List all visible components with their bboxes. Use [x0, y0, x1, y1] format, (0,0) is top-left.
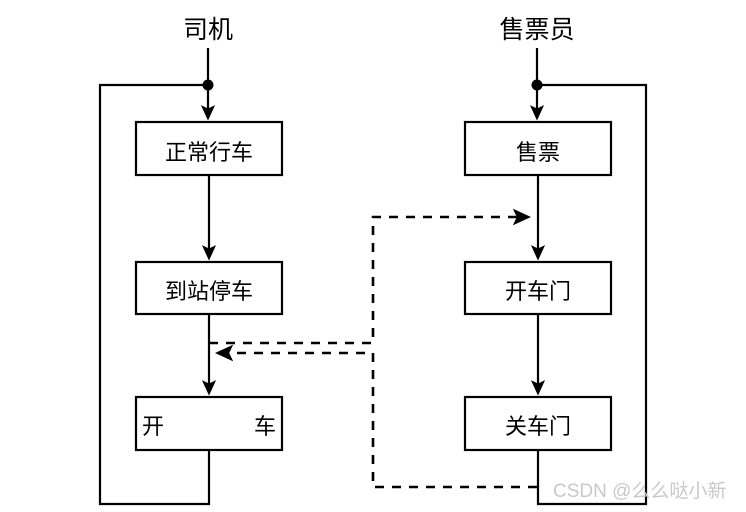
node-label-open-door: 开车门	[505, 279, 571, 304]
sync-message-door-closed-to-start-vehicle	[214, 344, 537, 489]
node-open-door[interactable]	[463, 260, 613, 316]
sync-message-stopped-to-open-door	[209, 208, 532, 345]
node-label-close-door: 关车门	[505, 414, 571, 439]
node-sell-ticket[interactable]	[463, 120, 613, 177]
lane-title-conductor: 售票员	[499, 16, 574, 44]
node-label-drive-normal: 正常行车	[165, 140, 253, 165]
csdn-watermark: CSDN @么么哒小新	[553, 480, 726, 502]
node-drive-normal[interactable]	[134, 120, 284, 177]
node-label-stop-at-station: 到站停车	[165, 279, 253, 304]
edge-driver-loop-back	[98, 83, 211, 506]
lane-title-driver: 司机	[183, 16, 233, 44]
edge-conductor-loop-back	[536, 83, 648, 506]
node-start-vehicle[interactable]	[134, 395, 284, 452]
node-stop-at-station[interactable]	[134, 260, 284, 316]
node-label-start-vehicle: 开 车	[142, 414, 310, 439]
node-close-door[interactable]	[463, 395, 613, 452]
node-label-sell-ticket: 售票	[516, 140, 560, 165]
